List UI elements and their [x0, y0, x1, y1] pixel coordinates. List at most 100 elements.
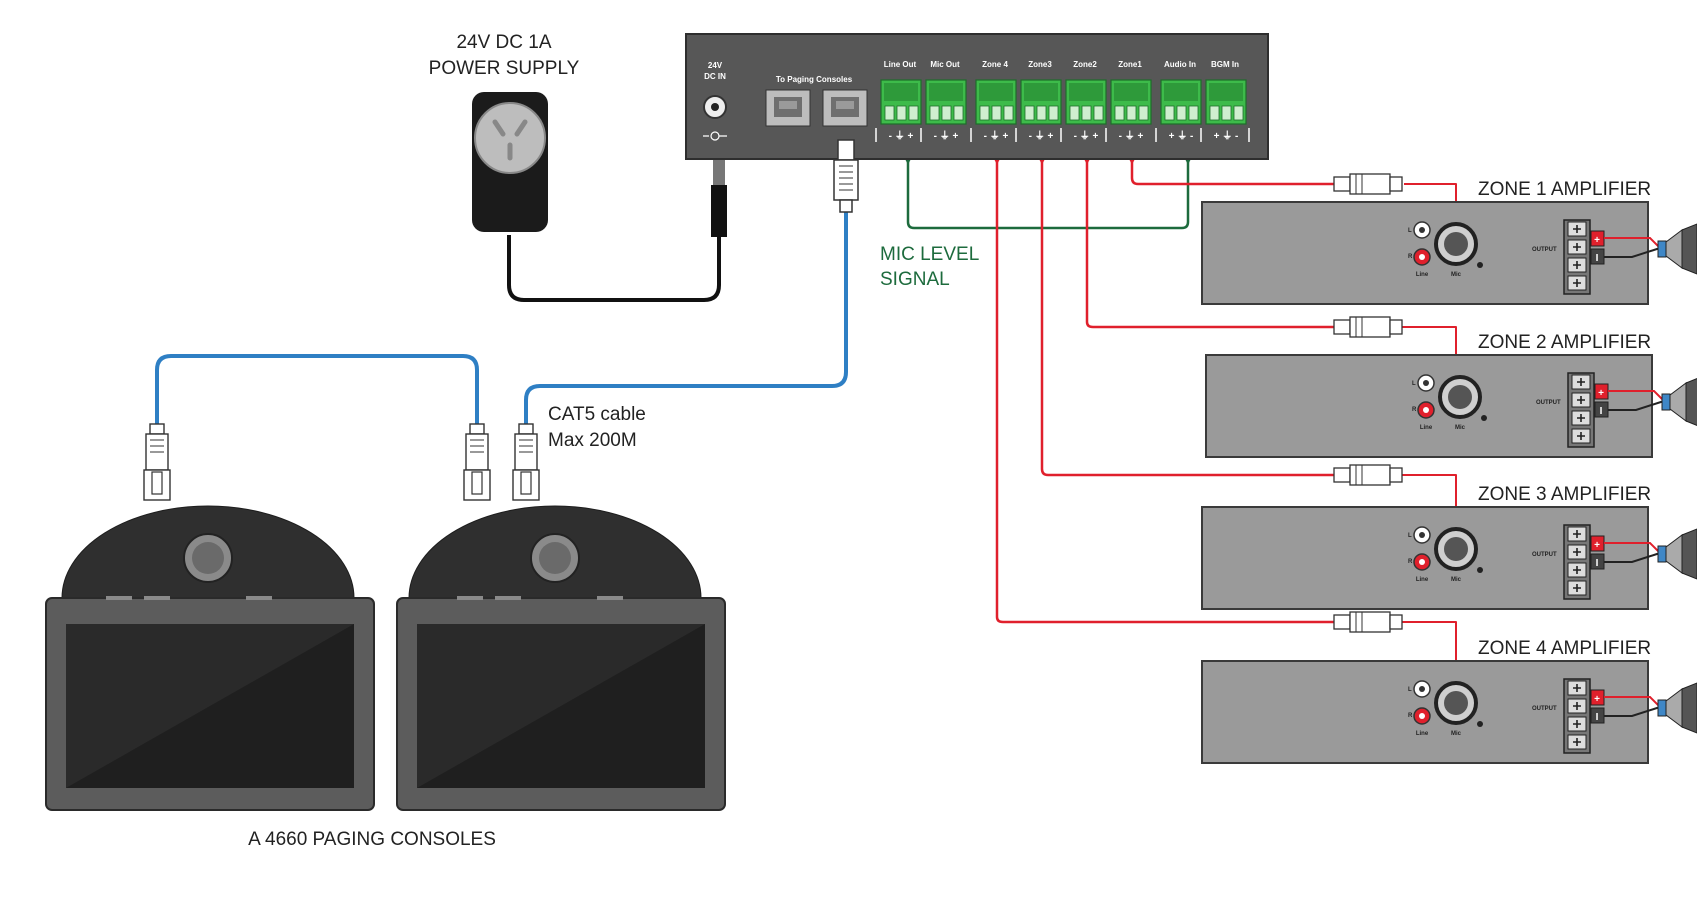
line-input-label: Line — [1416, 731, 1429, 737]
mic-input-label: Mic — [1451, 731, 1462, 737]
l-input-label: L — [1408, 228, 1412, 234]
terminal-label: Zone1 — [1118, 60, 1142, 69]
terminal-polarity: - ⏚ + — [1074, 130, 1099, 142]
speaker-wire-negative — [1604, 247, 1661, 258]
rj45-port-2 — [822, 89, 868, 127]
rj45-plug-console-3 — [512, 423, 540, 501]
zone3-cable — [1040, 160, 1334, 477]
output-minus-label: I — [1596, 558, 1599, 569]
terminal-blocks: Line Out- ⏚ +Mic Out- ⏚ +Zone 4- ⏚ +Zone… — [875, 60, 1250, 142]
output-label: OUTPUT — [1532, 706, 1557, 712]
rj45-plug-console-1 — [143, 423, 171, 501]
output-plus-label: + — [1594, 694, 1600, 705]
terminal-block-zone3: Zone3- ⏚ + — [1020, 60, 1062, 142]
speaker-wire-positive — [1608, 390, 1665, 402]
cat5-cable-link — [155, 354, 479, 426]
terminal-polarity: - ⏚ + — [984, 130, 1009, 142]
dc-polarity-icon — [703, 131, 727, 141]
paging-consoles — [45, 505, 726, 811]
rj45-port-1 — [765, 89, 811, 127]
output-minus-label: I — [1596, 712, 1599, 723]
power-plug-face — [474, 102, 546, 174]
mic-input-label: Mic — [1451, 577, 1462, 583]
output-label: OUTPUT — [1532, 247, 1557, 253]
speaker-wire-negative — [1604, 706, 1661, 717]
dc-jack-plug — [713, 158, 725, 186]
xlr-plug — [1333, 611, 1403, 633]
output-label: OUTPUT — [1532, 552, 1557, 558]
mic-level-label-1: MIC LEVEL — [880, 244, 979, 265]
terminal-block-zone1: Zone1 - ⏚ + — [1110, 60, 1152, 142]
speaker-wire-positive — [1604, 237, 1661, 249]
speaker-icon — [1657, 223, 1697, 275]
output-minus-label: I — [1596, 253, 1599, 264]
speaker-icon — [1661, 378, 1697, 426]
speaker-wire-negative — [1608, 400, 1665, 411]
terminal-block-mic-out: Mic Out - ⏚ + — [925, 60, 967, 142]
zone1-cable — [1130, 160, 1336, 186]
paging-controller: 24V DC IN To Paging Consoles Line Out- ⏚… — [685, 33, 1269, 160]
speaker-wire-positive — [1604, 542, 1661, 554]
dc-jack-barrel — [711, 185, 727, 237]
zone-2-amplifier: ZONE 2 AMPLIFIER L R Line Mic OUTPUT + I — [1205, 316, 1697, 458]
power-supply-label-2: POWER SUPPLY — [429, 58, 580, 79]
amplifier-title: ZONE 3 AMPLIFIER — [1478, 484, 1651, 505]
zone2-cable — [1085, 160, 1334, 329]
power-supply-label-1: 24V DC 1A — [456, 32, 551, 53]
output-plus-label: + — [1594, 540, 1600, 551]
l-input-label: L — [1408, 533, 1412, 539]
r-input-label: R — [1408, 559, 1413, 565]
xlr-plug — [1333, 316, 1403, 338]
power-supply: 24V DC 1A POWER SUPPLY — [429, 32, 727, 237]
r-input-label: R — [1412, 407, 1417, 413]
terminal-polarity: - ⏚ + — [1119, 130, 1144, 142]
output-plus-label: + — [1598, 388, 1604, 399]
output-minus-label: I — [1600, 406, 1603, 417]
dc-in-label-1: 24V — [708, 61, 723, 70]
output-label: OUTPUT — [1536, 400, 1561, 406]
terminal-block-zone-4: Zone 4- ⏚ + — [975, 60, 1017, 142]
terminal-polarity: - ⏚ + — [934, 130, 959, 142]
zone4-cable — [995, 160, 1334, 624]
rj45-plug-console-2 — [463, 423, 491, 501]
xlr-plug — [1333, 173, 1403, 195]
terminal-block-audio-in: Audio In+ ⏚ - — [1160, 60, 1202, 142]
power-plug-pins-icon — [492, 119, 528, 161]
terminal-label: Zone3 — [1028, 60, 1052, 69]
mic-input-label: Mic — [1451, 272, 1462, 278]
r-input-label: R — [1408, 713, 1413, 719]
l-input-label: L — [1408, 687, 1412, 693]
terminal-polarity: + ⏚ - — [1214, 130, 1239, 142]
paging-console-1 — [45, 505, 375, 811]
terminal-block-zone2: Zone2 - ⏚ + — [1065, 60, 1107, 142]
speaker-icon — [1657, 682, 1697, 734]
terminal-label: Mic Out — [930, 60, 960, 69]
mic-input-label: Mic — [1455, 425, 1466, 431]
amplifier-title: ZONE 2 AMPLIFIER — [1478, 332, 1651, 353]
dc-in-label-2: DC IN — [704, 72, 726, 81]
terminal-block-line-out: Line Out- ⏚ + — [880, 60, 922, 142]
output-plus-label: + — [1594, 235, 1600, 246]
terminal-label: Line Out — [884, 60, 917, 69]
cat5-cable-main — [524, 212, 848, 426]
paging-console-2 — [396, 505, 726, 811]
xlr-plug — [1333, 464, 1403, 486]
paging-consoles-label: A 4660 PAGING CONSOLES — [248, 829, 496, 850]
cables — [155, 158, 1457, 695]
cat5-label-1: CAT5 cable — [548, 404, 646, 425]
mic-level-label-2: SIGNAL — [880, 269, 950, 290]
rj45-plug-controller — [833, 139, 859, 213]
line-input-label: Line — [1420, 425, 1433, 431]
terminal-label: Zone2 — [1073, 60, 1097, 69]
l-input-label: L — [1412, 381, 1416, 387]
amplifier-title: ZONE 4 AMPLIFIER — [1478, 638, 1651, 659]
speaker-wire-negative — [1604, 552, 1661, 563]
cat5-label-2: Max 200M — [548, 430, 637, 451]
power-cable — [507, 232, 721, 302]
zone-4-amplifier: ZONE 4 AMPLIFIER L R Line Mic OUTPUT + I — [1201, 611, 1697, 764]
speaker-icon — [1657, 528, 1697, 580]
